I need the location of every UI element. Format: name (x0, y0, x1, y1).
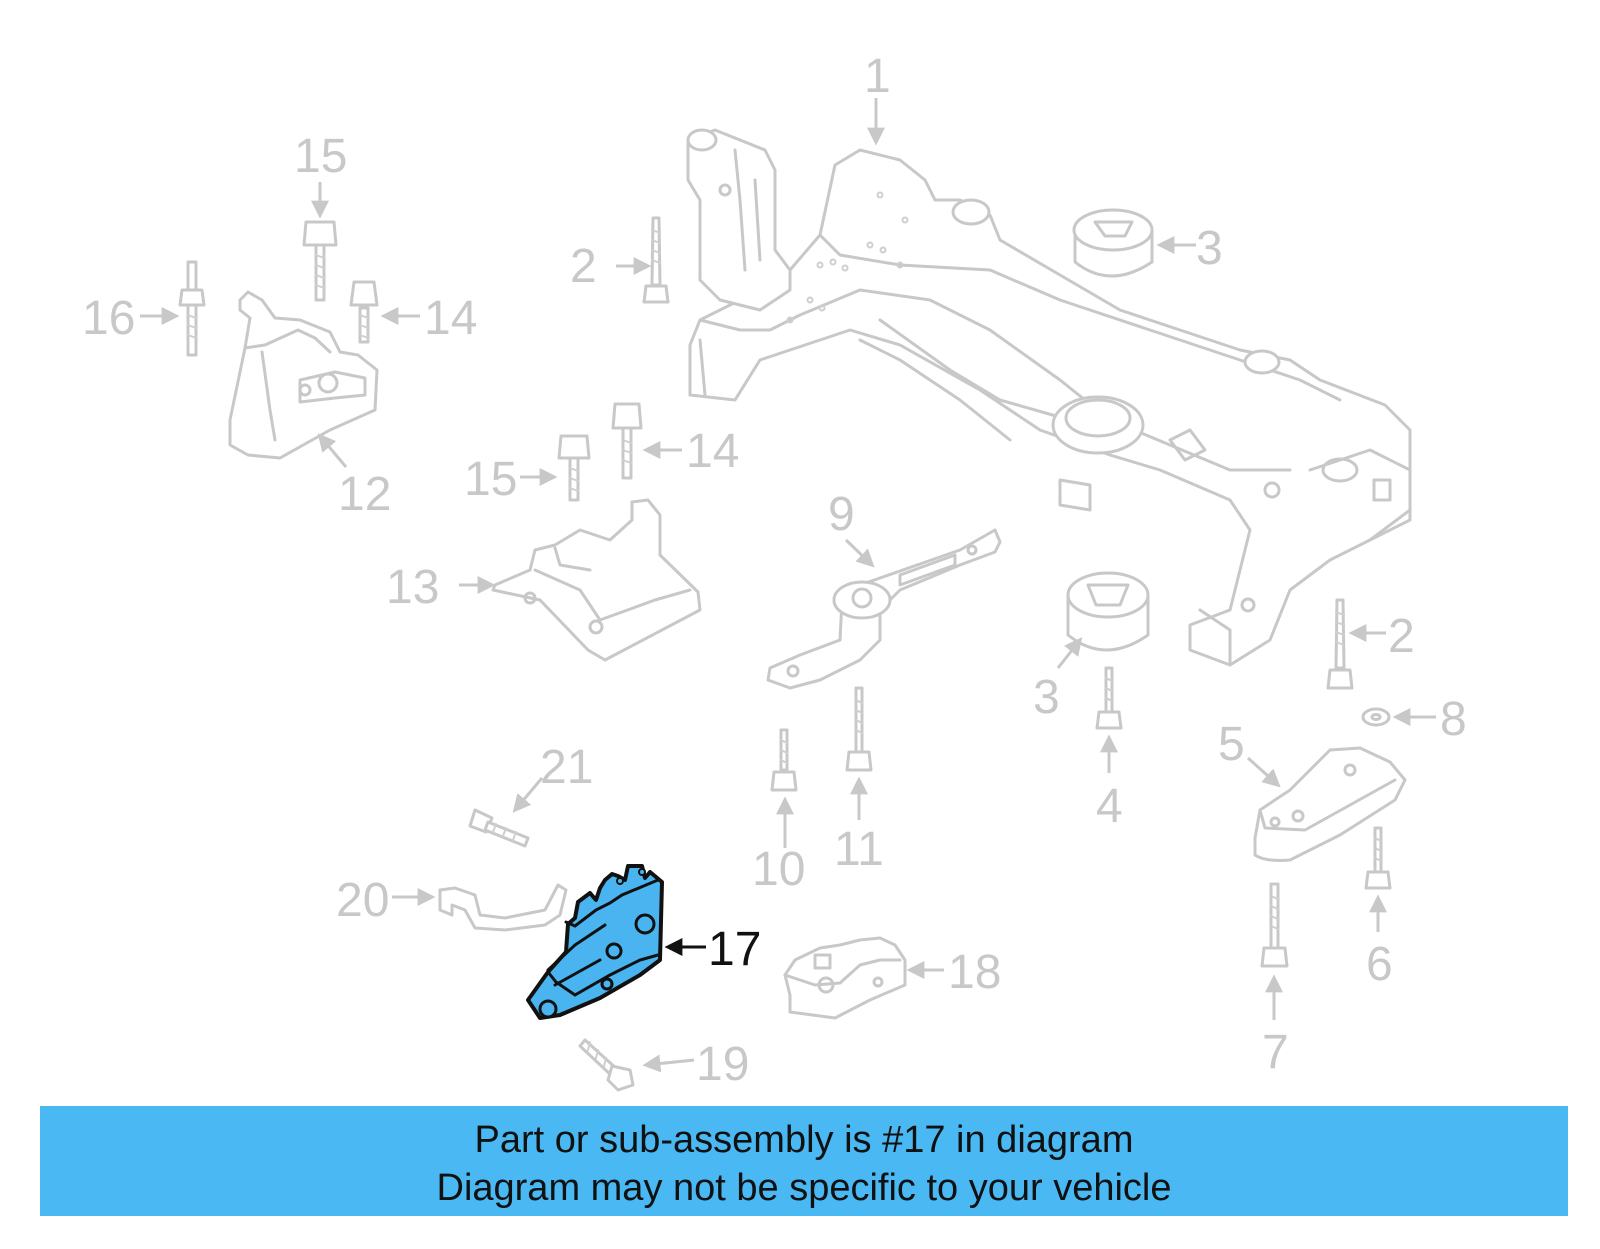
part-3-bushing-upper[interactable] (1072, 208, 1154, 278)
part-16-stud[interactable] (178, 260, 206, 357)
callout-labels: 1 2 3 2 3 4 5 6 7 8 9 10 11 12 13 14 14 … (82, 50, 1467, 1091)
callout-5[interactable]: 5 (1218, 718, 1245, 771)
part-13-bracket[interactable] (491, 498, 702, 662)
callout-21[interactable]: 21 (540, 741, 593, 794)
callout-15-upper[interactable]: 15 (294, 130, 347, 183)
part-18-mount[interactable] (783, 936, 907, 1020)
part-17-bracket-highlighted[interactable] (526, 864, 664, 1020)
leader-lines (140, 98, 1436, 1073)
callout-14-upper[interactable]: 14 (424, 292, 477, 345)
callout-17[interactable]: 17 (708, 923, 761, 976)
part-2-bolt-lower[interactable] (1326, 598, 1354, 690)
callout-10[interactable]: 10 (752, 843, 805, 896)
part-21-bolt[interactable] (468, 808, 530, 848)
info-banner: Part or sub-assembly is #17 in diagram D… (40, 1106, 1568, 1216)
callout-16[interactable]: 16 (82, 292, 135, 345)
callout-15-lower[interactable]: 15 (464, 453, 517, 506)
part-15-bolt-lower[interactable] (557, 434, 591, 502)
part-19-bolt[interactable] (578, 1038, 635, 1092)
part-14-bolt-lower[interactable] (611, 402, 643, 480)
part-8-washer[interactable] (1361, 707, 1391, 727)
part-4-bolt[interactable] (1095, 666, 1123, 730)
part-14-bolt-upper[interactable] (349, 280, 379, 344)
part-12-engine-mount[interactable] (228, 290, 379, 460)
part-11-bolt[interactable] (845, 686, 873, 772)
callout-2-lower[interactable]: 2 (1388, 610, 1415, 663)
callout-14-lower[interactable]: 14 (686, 425, 739, 478)
callout-9[interactable]: 9 (828, 488, 855, 541)
part-20-strap[interactable] (438, 883, 568, 932)
callout-12[interactable]: 12 (338, 468, 391, 521)
callout-19[interactable]: 19 (696, 1038, 749, 1091)
part-15-bolt-upper[interactable] (302, 220, 338, 302)
callout-2-upper[interactable]: 2 (570, 240, 597, 293)
callout-11[interactable]: 11 (834, 823, 884, 876)
banner-line-disclaimer: Diagram may not be specific to your vehi… (436, 1167, 1172, 1209)
part-10-bolt[interactable] (770, 728, 798, 792)
callout-3-upper[interactable]: 3 (1196, 222, 1223, 275)
part-3-bushing-lower[interactable] (1066, 571, 1150, 652)
callout-18[interactable]: 18 (948, 946, 1001, 999)
callout-13[interactable]: 13 (386, 561, 439, 614)
callout-20[interactable]: 20 (336, 874, 389, 927)
part-7-bolt[interactable] (1260, 882, 1289, 968)
callout-7[interactable]: 7 (1262, 1026, 1289, 1079)
callout-6[interactable]: 6 (1366, 938, 1393, 991)
callout-3-lower[interactable]: 3 (1033, 671, 1060, 724)
callout-4[interactable]: 4 (1096, 780, 1123, 833)
part-5-bracket[interactable] (1253, 746, 1407, 862)
banner-line-part: Part or sub-assembly is #17 in diagram (474, 1119, 1134, 1161)
part-1-subframe[interactable] (686, 128, 1412, 667)
callout-8[interactable]: 8 (1440, 693, 1467, 746)
callout-1[interactable]: 1 (864, 50, 891, 103)
part-6-bolt[interactable] (1364, 826, 1392, 890)
part-9-torque-rod[interactable] (766, 528, 1002, 690)
part-2-bolt-upper[interactable] (642, 216, 670, 304)
